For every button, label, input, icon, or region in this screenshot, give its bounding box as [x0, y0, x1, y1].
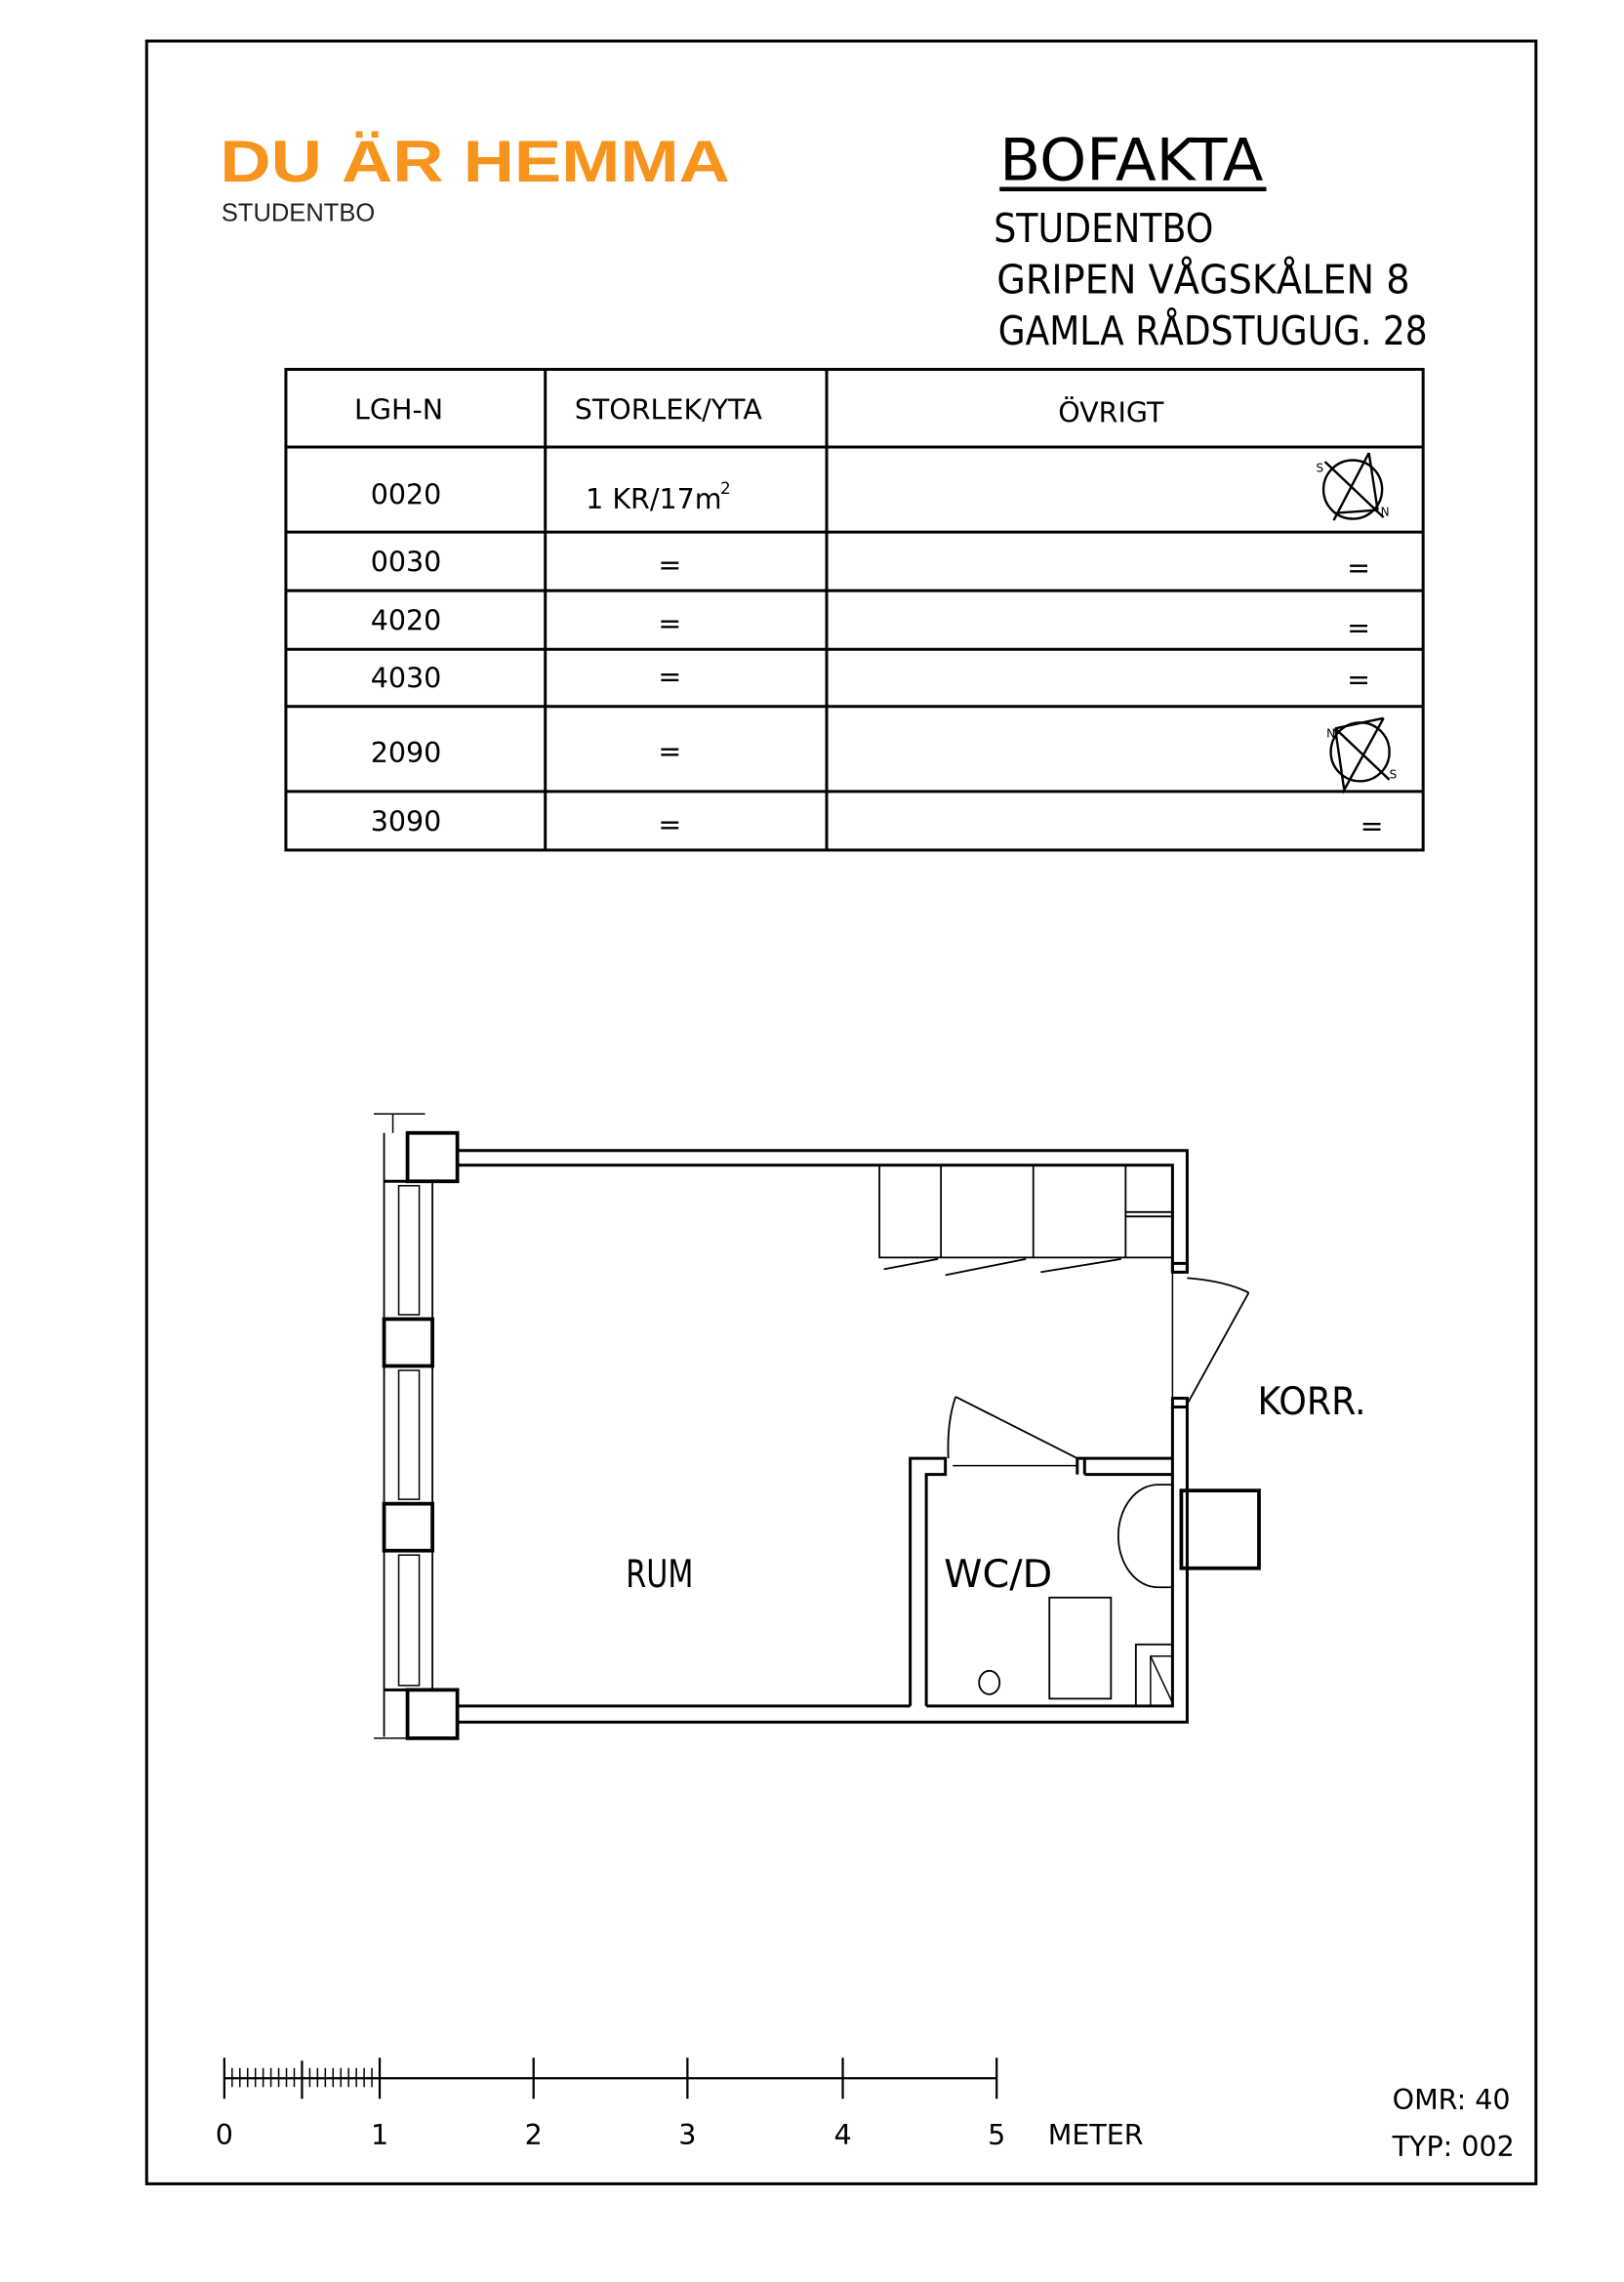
window-pier — [405, 1130, 460, 1184]
table-cell-size: = — [658, 608, 681, 640]
table-cell-lgh: 4030 — [371, 662, 442, 694]
svg-text:S: S — [1317, 462, 1324, 475]
omr-label: OMR: 40 — [1393, 2084, 1511, 2116]
column-header: ÖVRIGT — [1058, 395, 1164, 428]
table-cell-size: = — [658, 735, 681, 767]
corridor-label: KORR. — [1257, 1380, 1365, 1424]
inner-wall — [457, 1163, 1174, 1273]
svg-text:N: N — [1326, 726, 1335, 740]
window-pier — [382, 1501, 434, 1553]
svg-text:N: N — [1381, 506, 1390, 519]
table-cell-size: 1 KR/17m — [586, 483, 721, 515]
table-cell-lgh: 2090 — [371, 737, 442, 769]
table-cell-other: = — [1360, 810, 1384, 842]
scale-label: 4 — [833, 2119, 851, 2151]
shower — [1048, 1596, 1113, 1700]
room-label: RUM — [626, 1553, 693, 1597]
logo-subtitle: STUDENTBO — [222, 200, 375, 227]
typ-label: TYP: 002 — [1392, 2131, 1515, 2163]
table-cell-size: = — [658, 550, 681, 582]
table-cell-lgh: 3090 — [371, 805, 442, 837]
shaft — [1179, 1488, 1261, 1570]
table-cell-other: = — [1347, 552, 1370, 585]
page-title: BOFAKTA — [999, 127, 1263, 195]
washbasin — [1116, 1484, 1173, 1589]
header-line: GAMLA RÅDSTUGUG. 28 — [998, 307, 1428, 354]
sheet-border — [144, 39, 1538, 2185]
table-cell-size-sup: 2 — [720, 479, 731, 498]
table-cell-size: = — [658, 661, 681, 693]
table-cell-size: = — [658, 808, 681, 840]
compass-icon: N S — [1326, 716, 1398, 794]
scale-unit: METER — [1048, 2119, 1144, 2151]
column-header: STORLEK/YTA — [575, 393, 763, 426]
entrance-door — [1186, 1277, 1250, 1405]
outer-wall — [457, 1406, 1189, 1724]
window-pier — [382, 1317, 434, 1368]
bathroom-door — [947, 1396, 1078, 1459]
table-cell-lgh: 4020 — [371, 605, 442, 637]
table-cell-other: = — [1347, 664, 1370, 696]
column-header: LGH-N — [354, 393, 443, 426]
floor-drain — [978, 1669, 1001, 1695]
svg-text:S: S — [1390, 767, 1398, 781]
scale-label: 3 — [678, 2119, 696, 2151]
table-cell-lgh: 0030 — [371, 547, 442, 579]
table-cell-lgh: 0020 — [371, 479, 442, 511]
logo-title: DU ÄR HEMMA — [220, 129, 730, 194]
bathroom-label: WC/D — [944, 1553, 1052, 1597]
table-cell-other: = — [1347, 612, 1370, 644]
kitchen-units — [878, 1163, 1174, 1277]
scale-label: 2 — [525, 2119, 543, 2151]
compass-icon: S N — [1317, 452, 1390, 521]
scale-label: 1 — [371, 2119, 388, 2151]
window-pier — [405, 1688, 460, 1740]
apartment-table — [284, 367, 1425, 852]
header-line: GRIPEN VÅGSKÅLEN 8 — [996, 256, 1409, 303]
outer-wall — [457, 1149, 1189, 1273]
floor-plan — [374, 1113, 1261, 1740]
scale-label: 0 — [216, 2119, 233, 2151]
header-line: STUDENTBO — [994, 205, 1213, 252]
scale-bar — [223, 2058, 998, 2099]
scale-label: 5 — [988, 2119, 1005, 2151]
